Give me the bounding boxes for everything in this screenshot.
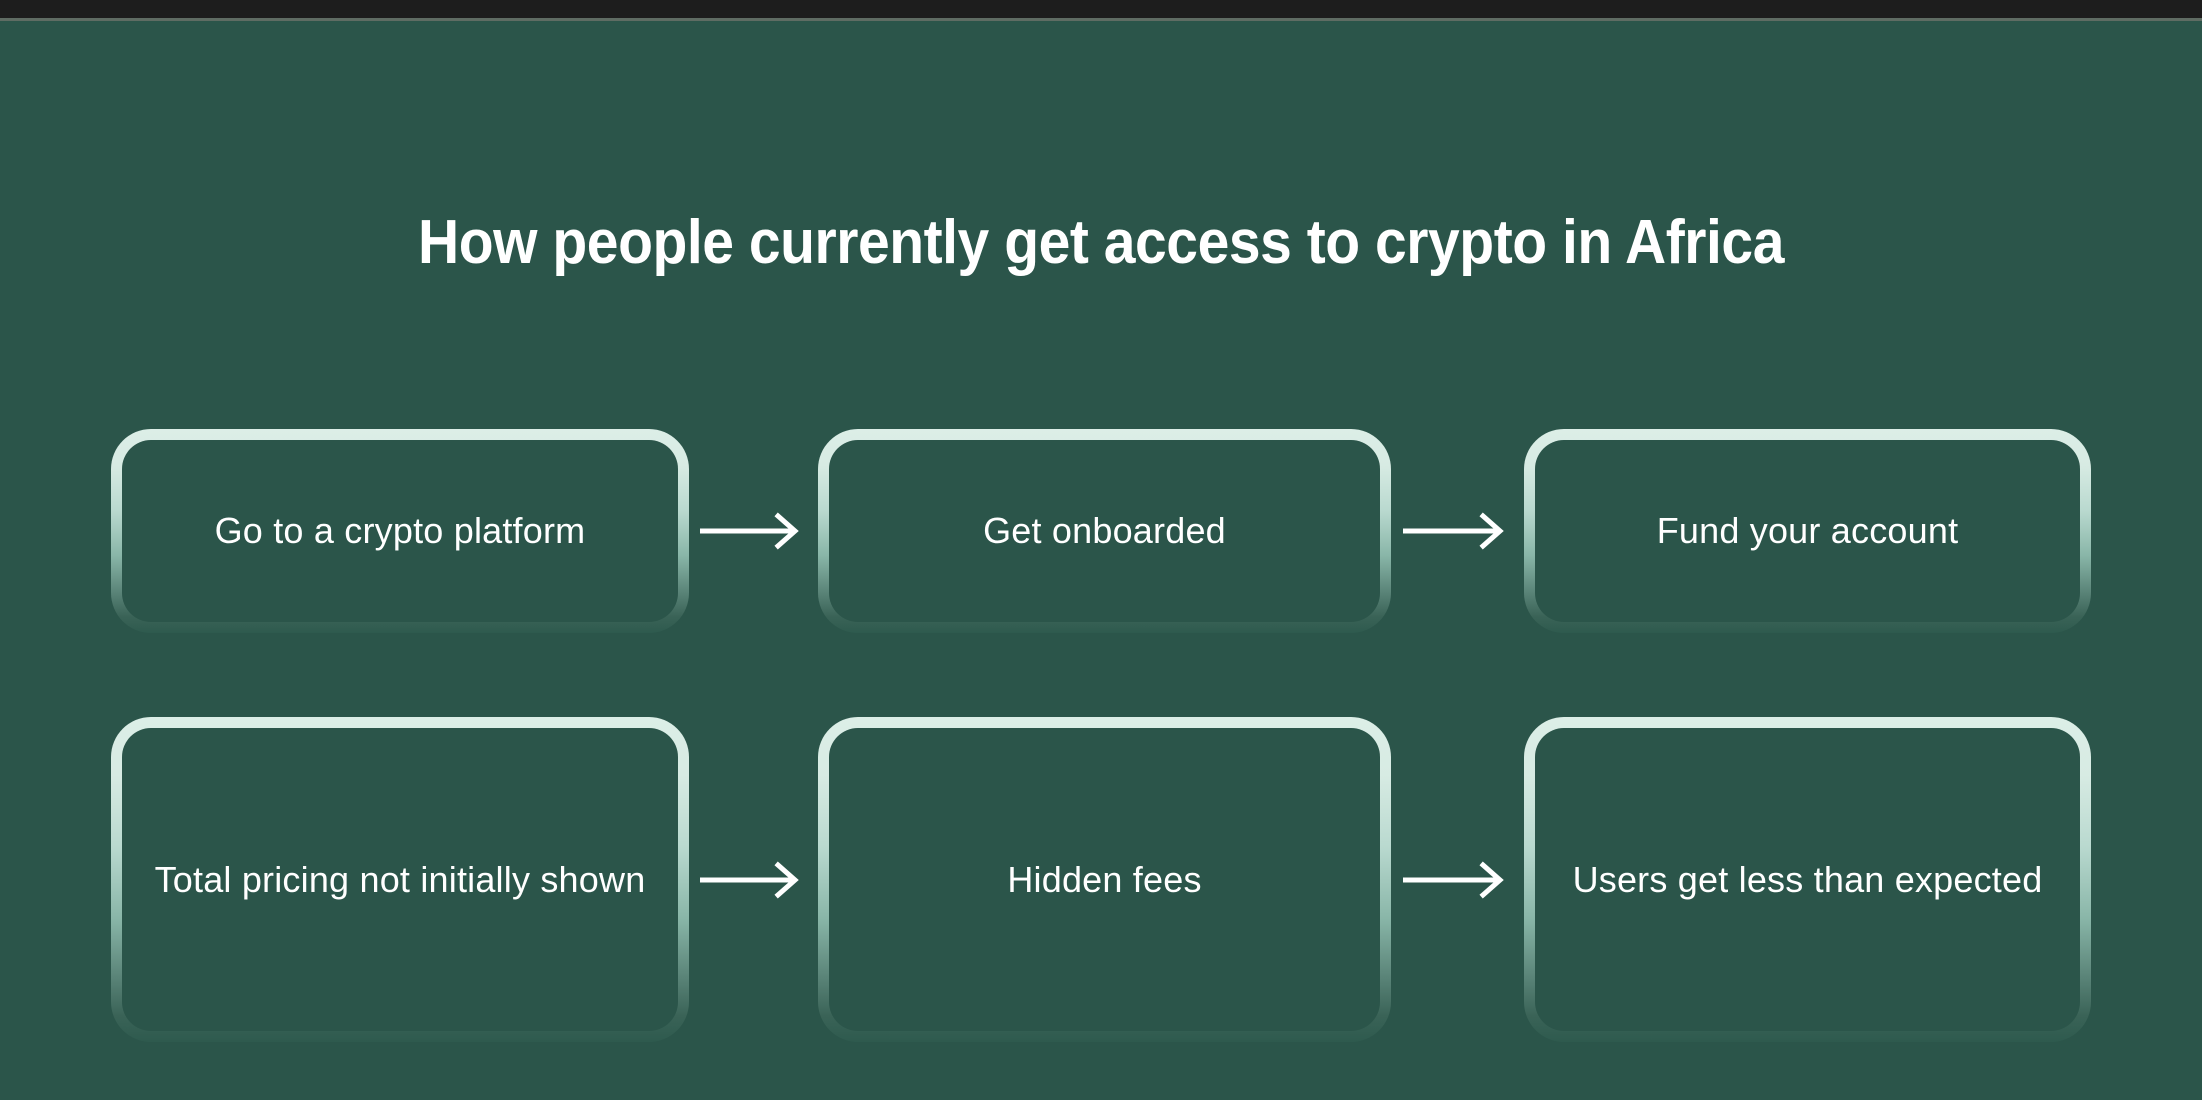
flow-step-box[interactable]: Hidden fees bbox=[818, 717, 1391, 1042]
flow-step-label: Hidden fees bbox=[1007, 858, 1202, 900]
flow-step-inner: Users get less than expected bbox=[1535, 728, 2080, 1031]
flow-step-box[interactable]: Total pricing not initially shown bbox=[111, 717, 689, 1042]
flow-step-label: Total pricing not initially shown bbox=[154, 858, 646, 900]
arrow-right-icon bbox=[700, 861, 799, 899]
flow-step-box[interactable]: Fund your account bbox=[1524, 429, 2091, 633]
flow-step-inner: Hidden fees bbox=[829, 728, 1380, 1031]
flow-step-label: Get onboarded bbox=[983, 510, 1226, 551]
arrow-right-icon bbox=[700, 512, 799, 550]
flow-step-inner: Go to a crypto platform bbox=[122, 440, 678, 622]
page-title: How people currently get access to crypt… bbox=[418, 207, 1784, 277]
flow-step-box[interactable]: Users get less than expected bbox=[1524, 717, 2091, 1042]
flow-step-label: Fund your account bbox=[1656, 510, 1959, 551]
flow-step-label: Users get less than expected bbox=[1572, 858, 2043, 900]
flow-step-box[interactable]: Go to a crypto platform bbox=[111, 429, 689, 633]
flow-step-inner: Fund your account bbox=[1535, 440, 2080, 622]
arrow-right-icon bbox=[1403, 861, 1504, 899]
arrow-right-icon bbox=[1403, 512, 1504, 550]
flow-step-inner: Get onboarded bbox=[829, 440, 1380, 622]
window-chrome-divider bbox=[0, 18, 2202, 21]
window-chrome-bar bbox=[0, 0, 2202, 18]
flow-step-box[interactable]: Get onboarded bbox=[818, 429, 1391, 633]
flow-step-inner: Total pricing not initially shown bbox=[122, 728, 678, 1031]
flow-step-label: Go to a crypto platform bbox=[214, 510, 586, 551]
